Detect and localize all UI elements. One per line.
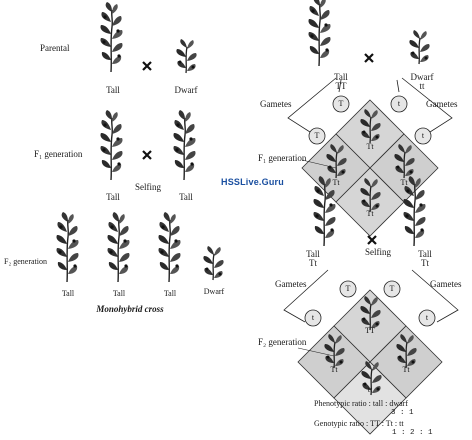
gamete-T-label-2: T <box>314 131 320 140</box>
gametes2-left-label: Gametes <box>275 279 307 289</box>
right-parent-tall-plant-icon <box>307 0 332 67</box>
right-selfing-label: Selfing <box>365 247 391 257</box>
f2-cell-bottom-genotype: tt <box>367 385 373 394</box>
left-parent-tall-label: Tall <box>106 85 120 95</box>
left-f2-label-3: Tall <box>163 289 177 298</box>
phenotypic-ratio-label: Phenotypic ratio : tall : dwarf <box>314 399 408 408</box>
gamete-t-label-2: t <box>421 131 425 140</box>
gamete2-t-circle-2 <box>418 309 436 327</box>
left-f1-cross-icon <box>141 149 153 161</box>
gamete-T-circle-1 <box>332 95 350 113</box>
left-f1-tall-plant-right-icon <box>172 109 197 181</box>
right-f1-tall-left-label: Tall <box>306 249 320 259</box>
gamete2-t-circle-1 <box>304 309 322 327</box>
f1-cell-top-genotype: Tt <box>366 142 374 151</box>
gamete-t-circle-2 <box>414 127 432 145</box>
right-parent-dwarf-plant-icon <box>408 29 431 65</box>
phenotypic-ratio-values: 3 : 1 <box>391 409 414 417</box>
left-f2-plant-1-icon <box>55 211 80 283</box>
left-f2-label: F₂ generation <box>4 257 47 266</box>
f1-cell-left-genotype: Tt <box>332 178 340 187</box>
watermark-logo: HSSLive.Guru <box>221 177 284 187</box>
right-f1-label: F₁ generation <box>258 153 307 163</box>
right-f1-tall-left-genotype: Tt <box>309 258 317 268</box>
genotypic-ratio-values: 1 : 2 : 1 <box>392 429 433 437</box>
left-f2-plant-3-icon <box>157 211 182 283</box>
gamete-t-circle-1 <box>390 95 408 113</box>
right-f1-cross-icon <box>366 234 378 246</box>
right-f1-tall-right-genotype: Tt <box>421 258 429 268</box>
gametes2-right-label: Gametes <box>430 279 462 289</box>
right-f1-tall-right-label: Tall <box>418 249 432 259</box>
f1-cell-right-genotype: Tt <box>400 178 408 187</box>
figure-caption: Monohybrid cross <box>96 304 164 314</box>
right-parent-dwarf-genotype: tt <box>419 81 425 91</box>
gametes-left-label: Gametes <box>260 99 292 109</box>
gametes-right-label: Gametes <box>426 99 458 109</box>
left-f2-plant-2-icon <box>106 211 131 283</box>
genotypic-ratio-label: Genotypic ratio : TT : Tt : tt <box>314 419 404 428</box>
left-f1-label: F₁ generation <box>34 149 83 159</box>
gamete2-T-label-2: T <box>389 284 395 293</box>
left-f2-label-1: Tall <box>61 289 75 298</box>
gamete2-t-label-2: t <box>425 313 429 322</box>
right-parent-dwarf-label: Dwarf <box>410 72 434 82</box>
gamete2-t-label-1: t <box>311 313 315 322</box>
left-parent-tall-plant-icon <box>99 1 124 73</box>
right-parent-tall-genotype: TT <box>335 81 347 91</box>
f2-cell-right-genotype: Tt <box>402 365 410 374</box>
right-f2-label: F₂ generation <box>258 337 307 347</box>
left-selfing-label: Selfing <box>135 182 161 192</box>
left-cross-icon <box>141 60 153 72</box>
right-top-right-gamete-line <box>401 77 453 133</box>
left-f1-tall-label: Tall <box>106 192 120 202</box>
f2-cell-top-genotype: TT <box>365 326 375 335</box>
left-f1-tall-right-label: Tall <box>179 192 193 202</box>
left-f2-label-2: Tall <box>112 289 126 298</box>
gamete2-T-circle-2 <box>383 280 401 298</box>
right-cross-icon <box>363 52 375 64</box>
gamete-T-label-1: T <box>338 99 344 108</box>
parental-label: Parental <box>40 43 70 53</box>
right-parent-tall-label: Tall <box>334 72 348 82</box>
left-parent-dwarf-plant-icon <box>175 38 198 74</box>
gamete-T-circle-2 <box>308 127 326 145</box>
f1-cell-bottom-genotype: Tt <box>366 209 374 218</box>
left-f2-label-4: Dwarf <box>203 287 225 296</box>
right-top-left-gamete-line <box>287 77 337 133</box>
gamete2-T-label-1: T <box>345 284 351 293</box>
gamete2-T-circle-1 <box>339 280 357 298</box>
f2-cell-left-genotype: Tt <box>330 365 338 374</box>
left-parent-dwarf-label: Dwarf <box>174 85 198 95</box>
left-f2-plant-dwarf-icon <box>202 245 225 281</box>
left-f1-tall-plant-icon <box>99 109 124 181</box>
gamete-t-label-1: t <box>397 99 401 108</box>
